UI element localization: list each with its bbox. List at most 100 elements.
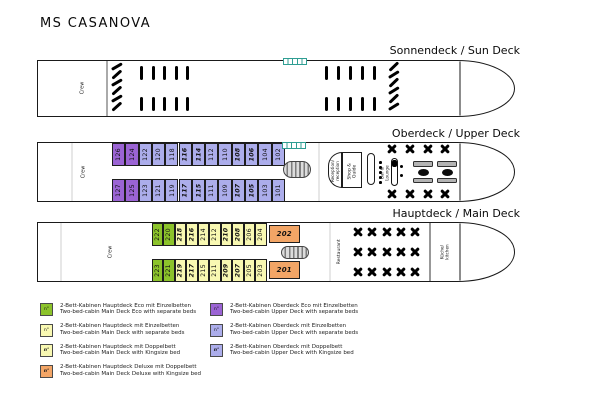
cabin-207[interactable]: 207	[232, 258, 244, 282]
ladder-icon	[282, 142, 306, 149]
cabin-110[interactable]: 110	[218, 142, 232, 166]
cabin-number: 219	[176, 263, 184, 277]
legend-line-en: Two-bed-cabin Upper Deck with Kingsize b…	[230, 350, 354, 357]
cabin-number: 208	[234, 227, 242, 241]
cabin-number: 122	[141, 147, 149, 161]
swatch-label: n°	[213, 348, 220, 353]
cabin-125[interactable]: 125	[125, 178, 139, 202]
sun-deck: Crew	[37, 58, 516, 117]
cabin-201[interactable]: 201	[268, 261, 300, 279]
cabin-127[interactable]: 127	[112, 178, 126, 202]
cabin-219[interactable]: 219	[174, 258, 186, 282]
sun-lounger-icon	[174, 66, 178, 80]
cabin-number: 126	[115, 147, 123, 161]
cabin-104[interactable]: 104	[258, 142, 272, 166]
lounge-table-icon	[441, 168, 453, 176]
sun-deck-label: Sonnendeck / Sun Deck	[389, 44, 520, 57]
cabin-105[interactable]: 105	[245, 178, 259, 202]
legend-line-de: 2-Bett-Kabinen Hauptdeck Eco mit Einzelb…	[60, 302, 191, 309]
cabin-number: 205	[245, 263, 253, 277]
cabin-209[interactable]: 209	[220, 258, 232, 282]
cabin-103[interactable]: 103	[258, 178, 272, 202]
cabin-101[interactable]: 101	[271, 178, 285, 202]
cabin-218[interactable]: 218	[174, 222, 186, 246]
cabin-114[interactable]: 114	[191, 142, 206, 166]
kitchen-label-text: Küche/ kitchen	[439, 244, 450, 260]
legend-line-de: 2-Bett-Kabinen Hauptdeck Deluxe mit Dopp…	[60, 364, 197, 370]
sun-lounger-icon	[151, 97, 155, 111]
cabin-number: 220	[165, 227, 173, 241]
cabin-number: 103	[261, 183, 269, 197]
bar-counter	[391, 158, 398, 186]
cabin-208[interactable]: 208	[232, 222, 244, 246]
cabin-115[interactable]: 115	[191, 178, 206, 202]
cabin-220[interactable]: 220	[163, 222, 175, 246]
legend-right-swatch-0: n°	[210, 303, 223, 316]
sun-lounger-icon	[163, 66, 167, 80]
shop-guide-label-text: Shop & Guide	[347, 162, 358, 180]
cabin-number: 123	[141, 183, 149, 197]
cabin-217[interactable]: 217	[186, 258, 198, 282]
staircase-icon	[281, 245, 309, 259]
cabin-number: 102	[274, 147, 282, 161]
cabin-216[interactable]: 216	[186, 222, 198, 246]
cabin-215[interactable]: 215	[197, 258, 209, 282]
cabin-124[interactable]: 124	[125, 142, 139, 166]
table-icon	[382, 228, 391, 237]
cabin-number: 211	[211, 263, 219, 277]
cabin-119[interactable]: 119	[165, 178, 179, 202]
cabin-121[interactable]: 121	[151, 178, 166, 202]
cabin-107[interactable]: 107	[231, 178, 245, 202]
table-icon	[368, 268, 377, 277]
cabin-number: 121	[155, 183, 163, 197]
cabin-214[interactable]: 214	[197, 222, 209, 246]
cabin-126[interactable]: 126	[112, 142, 126, 166]
legend-line-en: Two-bed-cabin Main Deck Eco with separat…	[60, 309, 197, 316]
cabin-108[interactable]: 108	[231, 142, 245, 166]
legend-left-text-1: 2-Bett-Kabinen Hauptdeck mit Einzelbette…	[60, 323, 185, 337]
cabin-number: 119	[168, 183, 176, 197]
table-icon	[405, 189, 414, 198]
legend-left-swatch-2: n°	[40, 344, 53, 357]
cabin-221[interactable]: 221	[163, 258, 175, 282]
lounge-sofa-icon	[437, 161, 457, 167]
cabin-111[interactable]: 111	[205, 178, 219, 202]
cabin-number: 110	[221, 147, 229, 161]
swatch-label: n°	[43, 368, 50, 374]
legend-line-de: 2-Bett-Kabinen Oberdeck mit Einzelbetten	[230, 323, 347, 329]
cabin-123[interactable]: 123	[138, 178, 152, 202]
cabin-223[interactable]: 223	[151, 258, 163, 282]
legend-right-swatch-1: n°	[210, 323, 223, 337]
cabin-222[interactable]: 222	[151, 222, 163, 246]
cabin-number: 203	[257, 263, 265, 277]
cabin-118[interactable]: 118	[165, 142, 179, 166]
bar-stool-icon	[379, 171, 382, 174]
cabin-number: 115	[194, 183, 202, 197]
cabin-number: 124	[128, 147, 136, 161]
cabin-122[interactable]: 122	[138, 142, 152, 166]
staircase-icon	[283, 161, 311, 178]
crew-area-label: Crew	[103, 237, 117, 267]
cabin-102[interactable]: 102	[271, 142, 285, 166]
cabin-109[interactable]: 109	[218, 178, 232, 202]
cabin-205[interactable]: 205	[243, 258, 255, 282]
bar-lounge-label-text: Bar & Lounge	[379, 165, 391, 181]
table-icon	[368, 248, 377, 257]
cabin-112[interactable]: 112	[205, 142, 219, 166]
cabin-120[interactable]: 120	[151, 142, 166, 166]
cabin-210[interactable]: 210	[220, 222, 232, 246]
cabin-204[interactable]: 204	[255, 222, 267, 246]
cabin-203[interactable]: 203	[255, 258, 267, 282]
sun-lounger-icon	[373, 97, 377, 111]
cabin-117[interactable]: 117	[178, 178, 192, 202]
cabin-116[interactable]: 116	[178, 142, 192, 166]
cabin-106[interactable]: 106	[245, 142, 259, 166]
cabin-212[interactable]: 212	[209, 222, 221, 246]
cabin-206[interactable]: 206	[243, 222, 255, 246]
cabin-number: 125	[128, 183, 136, 197]
cabin-number: 222	[153, 227, 161, 241]
cabin-211[interactable]: 211	[209, 258, 221, 282]
cabin-202[interactable]: 202	[268, 225, 300, 243]
cabin-number: 207	[234, 263, 242, 277]
